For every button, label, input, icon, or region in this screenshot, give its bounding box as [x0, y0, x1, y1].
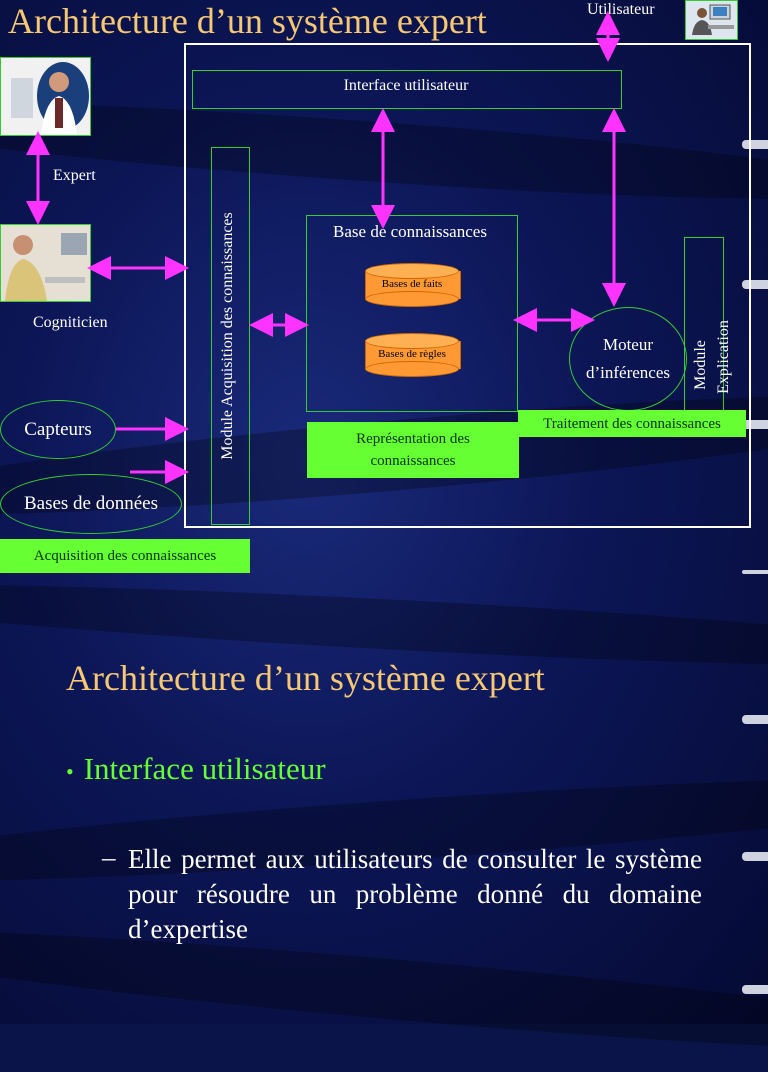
diagram-arrows [26, 10, 626, 484]
edge-mark [742, 420, 768, 429]
edge-mark [742, 852, 768, 861]
traitement-connaissances-label: Traitement des connaissances [518, 410, 746, 437]
interface-utilisateur-label: Interface utilisateur [343, 77, 469, 94]
bases-de-regles-cylinder: Bases de règles [365, 333, 461, 377]
cogniticien-label: Cogniticien [33, 314, 108, 331]
edge-mark [742, 715, 768, 724]
moteur-label-line1: Moteur [602, 335, 654, 354]
bullet-dot: • [66, 758, 74, 784]
sub-bullet-text: Elle permet aux utilisateurs de consulte… [128, 844, 702, 944]
edge-mark [742, 140, 768, 149]
moteur-label-line2: d’inférences [585, 363, 670, 382]
user-computer-image [685, 0, 738, 40]
edge-mark [742, 280, 768, 289]
system-boundary-box [184, 43, 751, 528]
capteurs-node: Capteurs [0, 400, 116, 459]
expert-label: Expert [53, 167, 96, 184]
sub-bullet-dash: – [102, 842, 116, 872]
diagram-title: Architecture d’un système expert [8, 1, 487, 41]
bases-de-donnees-node: Bases de données [0, 474, 182, 534]
capteurs-label: Capteurs [24, 418, 92, 440]
bases-de-regles-label: Bases de règles [378, 348, 446, 360]
edge-mark [742, 570, 768, 574]
bases-de-donnees-label: Bases de données [23, 493, 159, 514]
slide-title: Architecture d’un système expert [66, 658, 545, 698]
edge-mark [742, 985, 768, 994]
bullet-text: Interface utilisateur [83, 751, 326, 786]
bases-de-faits-label: Bases de faits [381, 278, 443, 290]
acquisition-connaissances-label: Acquisition des connaissances [0, 539, 250, 573]
bullet-item: • Interface utilisateur [66, 751, 326, 787]
interface-utilisateur-box [192, 70, 622, 109]
representation-connaissances-label: Représentation des connaissances [307, 422, 519, 478]
bases-de-faits-cylinder: Bases de faits [365, 263, 461, 307]
expert-image [0, 57, 91, 136]
